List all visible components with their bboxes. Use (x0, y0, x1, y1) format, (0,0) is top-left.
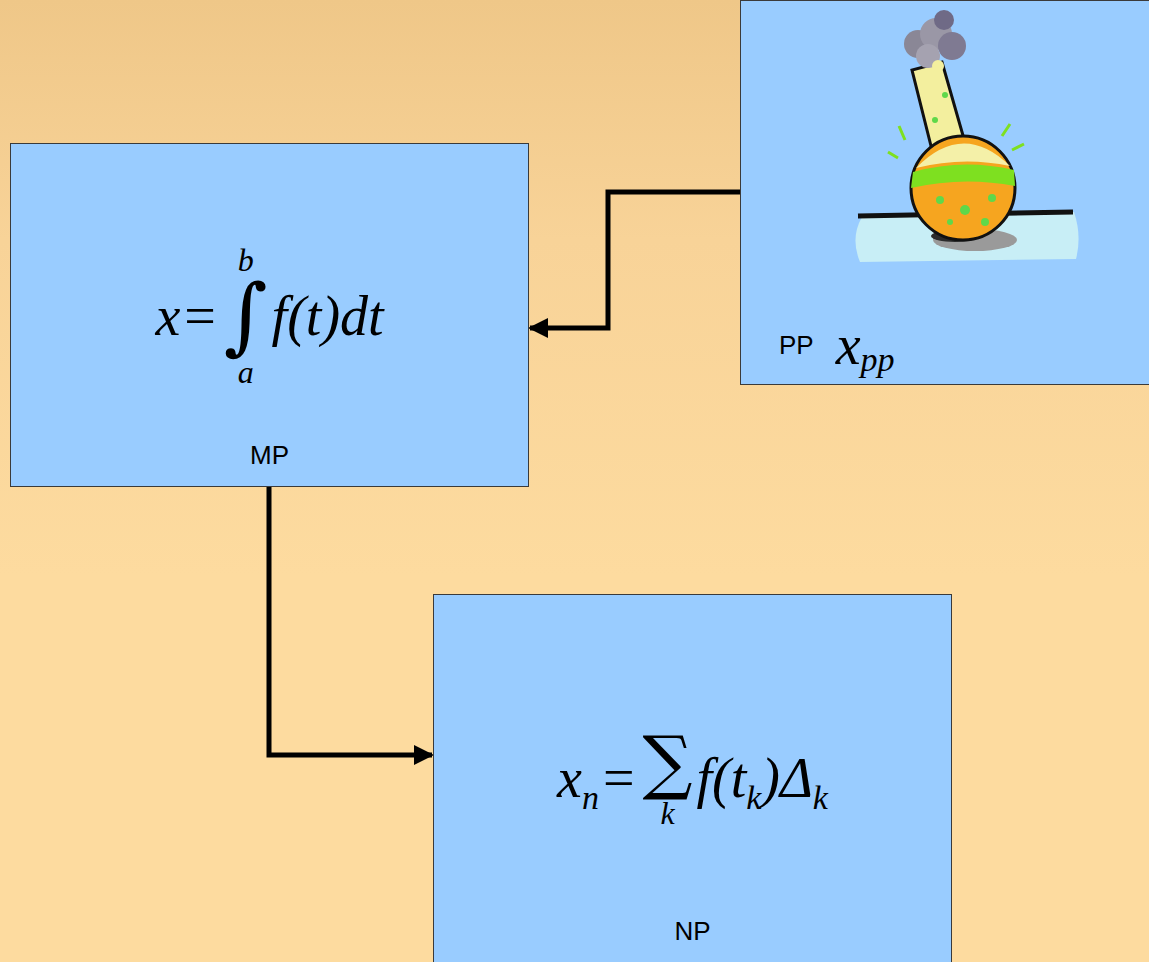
flow-arrow (269, 487, 432, 755)
flow-arrow (530, 192, 740, 328)
process-box: xn=∑kf(tk)ΔkNP (433, 594, 952, 962)
formula: xn=∑kf(tk)Δk (434, 727, 951, 829)
process-box: PP xpp (740, 0, 1149, 385)
formula-part: )Δ (761, 750, 813, 806)
node-label: NP (674, 916, 710, 946)
formula-part: f(t (696, 750, 746, 806)
formula-part: k (813, 781, 828, 815)
formula-part: ∑ (643, 727, 693, 797)
formula-part: a (238, 356, 254, 388)
flask-illustration (741, 1, 1149, 374)
formula-part: pp (861, 343, 895, 377)
formula-part: x (155, 288, 180, 344)
formula: x=b∫af(t)dt (11, 244, 528, 388)
limits-stack: b∫a (224, 244, 268, 388)
node-label: PP (779, 332, 814, 358)
node-label: MP (250, 440, 289, 470)
formula-part: k (746, 781, 761, 815)
formula-part: x (557, 750, 582, 806)
limits-stack: ∑k (643, 727, 693, 829)
formula-part: ∫ (224, 276, 268, 356)
formula-part: b (238, 244, 254, 276)
formula-part: = (603, 750, 635, 806)
formula-part: x (836, 317, 861, 373)
formula-part: k (660, 797, 674, 829)
formula-part: n (582, 781, 599, 815)
formula-part: = (184, 288, 216, 344)
formula-part: f(t)dt (272, 288, 384, 344)
process-box: x=b∫af(t)dtMP (10, 143, 529, 487)
